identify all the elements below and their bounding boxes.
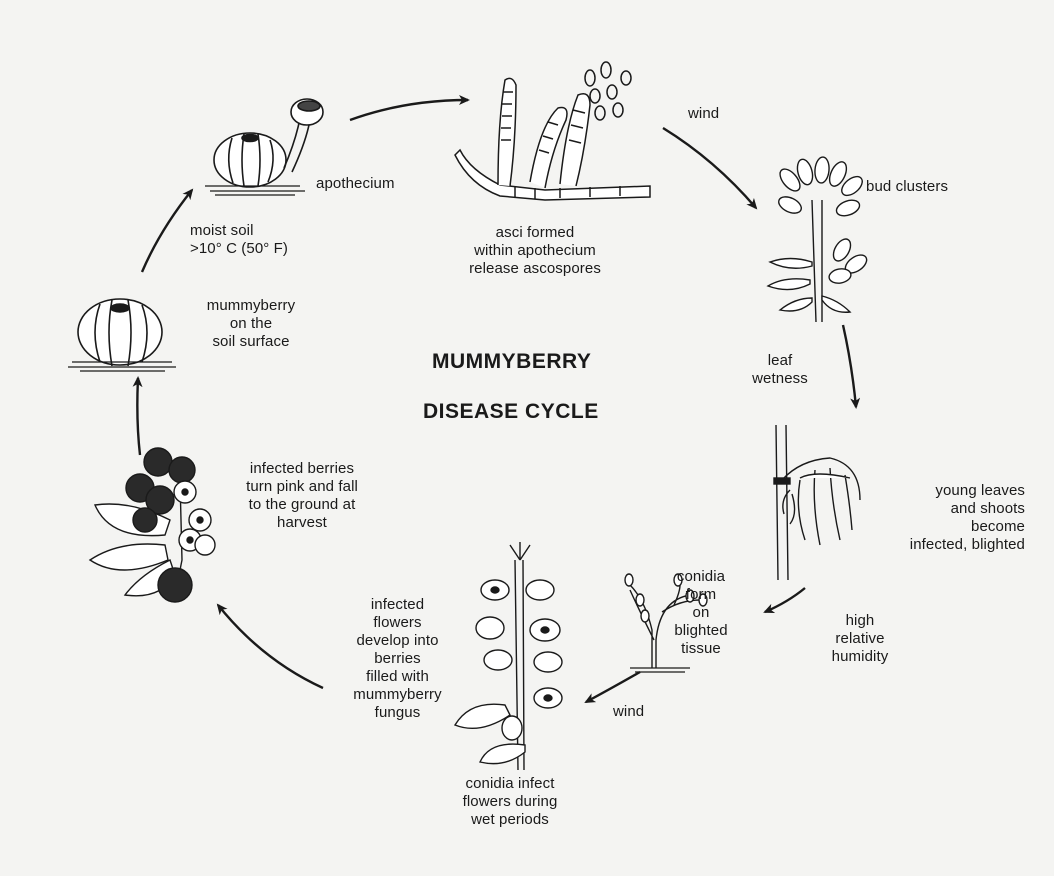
label-wind-bottom: wind (613, 703, 644, 721)
label-young-leaves: young leaves and shoots become infected,… (875, 482, 1025, 554)
label-mummyberry-on-soil: mummyberry on the soil surface (196, 297, 306, 351)
label-high-humidity: high relative humidity (825, 612, 895, 666)
arrow-flowers-to-berries (218, 605, 323, 688)
label-moist-soil: moist soil >10° C (50° F) (190, 222, 310, 258)
arrow-shoots-to-conidia (765, 588, 805, 612)
arrow-apothecium-to-asci (350, 100, 468, 120)
label-asci-formed: asci formed within apothecium release as… (460, 224, 610, 278)
apothecium-icon (205, 99, 323, 195)
label-conidia-infect: conidia infect flowers during wet period… (440, 775, 580, 829)
label-conidia-form: conidia form on blighted tissue (656, 568, 746, 658)
label-infected-flowers: infected flowers develop into berries fi… (350, 596, 445, 722)
bud-cluster-icon (768, 156, 870, 322)
mummy-berry-icon (68, 299, 176, 371)
flowering-shoot-icon (455, 542, 562, 770)
diagram-title-line1: MUMMYBERRY (432, 350, 591, 374)
label-bud-clusters: bud clusters (866, 178, 948, 196)
blighted-shoot-icon (774, 425, 860, 580)
arrow-buds-to-shoots (843, 325, 856, 407)
label-apothecium: apothecium (316, 175, 395, 193)
label-leaf-wetness: leaf wetness (750, 352, 810, 388)
label-wind-top: wind (688, 105, 719, 123)
arrow-mummy-to-apothecium (142, 190, 192, 272)
arrow-asci-to-buds (663, 128, 756, 208)
arrow-conidia-to-flowers (586, 672, 640, 702)
label-infected-berries: infected berries turn pink and fall to t… (232, 460, 372, 532)
diagram-title-line2: DISEASE CYCLE (423, 400, 599, 424)
arrow-berries-to-mummy (137, 378, 140, 455)
asci-icon (455, 62, 650, 200)
berry-cluster-icon (90, 448, 215, 602)
